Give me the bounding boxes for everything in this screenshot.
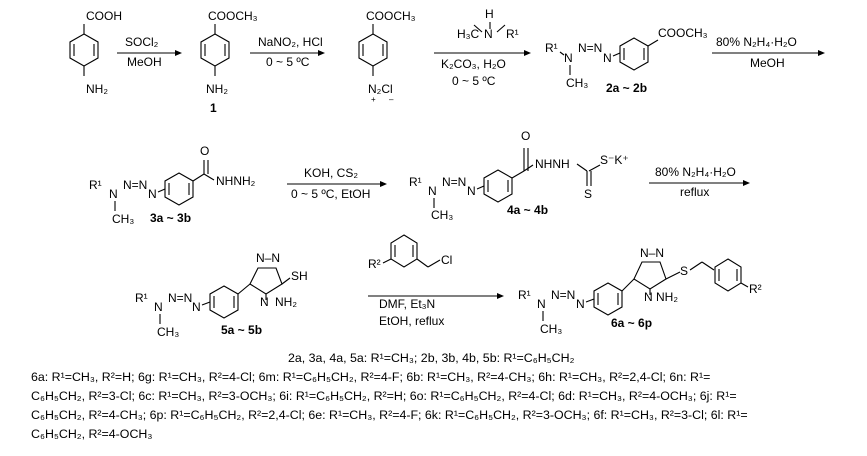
condition-k2co3: K₂CO₃, H₂O [441,57,506,71]
triazene-n: N [192,300,201,314]
triazole-label: N–N [640,246,664,260]
compound-2: R¹ N CH₃ N=N N COOCH₃ 2a ~ 2b [545,26,708,95]
ch3-label: CH₃ [157,325,179,339]
n-atom-label: N [564,51,573,65]
charge-plus: + [371,95,376,104]
legend-line-1: 2a, 3a, 4a, 5a: R¹=CH₃; 2b, 3b, 4b, 5b: … [288,351,575,365]
condition-reflux: reflux [680,185,709,199]
compound-label-3: 3a ~ 3b [150,211,191,225]
diazonium-label: N₂Cl [368,82,393,96]
triazene-label: N=N [168,291,192,305]
compound-4: R¹ N CH₃ N=N N O NHNH S S⁻K⁺ 4a ~ 4b [409,129,629,222]
condition-hydrazine: 80% N₂H₄·H₂O [655,165,736,179]
thioether-s-label: S [680,264,688,278]
legend-line-5: C₆H₅CH₂, R²=4-OCH₃ [31,427,153,441]
hydrazide-label: NHNH₂ [216,174,256,188]
triazene-label: N=N [551,288,575,302]
condition-temp: 0 ~ 5 ºC [266,55,310,69]
condition-nano2: NaNO₂, HCl [258,35,323,49]
triazene-n: N [467,184,476,198]
legend-line-2: 6a: R¹=CH₃, R²=H; 6g: R¹=CH₃, R²=4-Cl; 6… [31,370,711,384]
r1-label: R¹ [135,291,148,305]
triazene-label: N=N [123,178,147,192]
triazene-n: N [576,297,585,311]
amino-label: NH₂ [656,290,678,304]
thiolate-label: S⁻K⁺ [600,153,629,167]
condition-etoh: 0 ~ 5 ºC, EtOH [291,187,370,201]
triazene-n: N [148,187,157,201]
compound-label-6: 6a ~ 6p [611,316,652,330]
ch3-label: CH₃ [540,322,562,336]
amine-h-label: H [485,7,494,21]
thione-s-label: S [584,187,592,201]
compound-1: COOCH₃ NH₂ 1 [200,9,258,115]
r1-label: R¹ [409,175,422,189]
chloromethyl-label: Cl [441,253,452,267]
reaction-arrow-4: 80% N₂H₄·H₂O MeOH [712,35,825,70]
r1-label: R¹ [89,178,102,192]
triazole-label: N–N [256,251,280,265]
condition-koh: KOH, CS₂ [304,166,358,180]
compound-label-5: 5a ~ 5b [221,323,262,337]
compound-label-4: 4a ~ 4b [507,203,548,217]
compound-5: R¹ N CH₃ N=N N N–N SH N NH₂ 5a ~ 5b [135,251,308,339]
reaction-arrow-3: H H₃C N R¹ K₂CO₃, H₂O 0 ~ 5 ºC [434,7,531,88]
triazene-n: N [603,51,612,65]
thiol-label: SH [291,269,308,283]
reaction-arrow-7: Cl R² DMF, Et₃N EtOH, reflux [368,234,504,328]
ester-label: COOCH₃ [658,26,708,40]
ester-label: COOCH₃ [208,9,258,23]
r2-label: R² [368,257,381,271]
dithiocarbazate-label: NHNH [535,157,570,171]
compound-label-2: 2a ~ 2b [606,81,647,95]
ch3-label: CH₃ [431,208,453,222]
compound-aminobenzoic-acid: COOH NH₂ [69,9,122,96]
condition-hydrazine: 80% N₂H₄·H₂O [716,35,797,49]
n-atom-label: N [109,187,118,201]
reaction-scheme: COOH NH₂ SOCl₂ MeOH COOCH₃ NH₂ 1 NaNO₂, … [69,7,825,339]
reaction-arrow-6: 80% N₂H₄·H₂O reflux [649,165,750,199]
r1-label: R¹ [545,41,558,55]
condition-meoh: MeOH [127,55,162,69]
reaction-arrow-1: SOCl₂ MeOH [117,35,182,69]
legend-line-3: C₆H₅CH₂, R²=3-Cl; 6c: R¹=CH₃, R²=3-OCH₃;… [31,389,737,403]
triazene-label: N=N [578,41,602,55]
compound-6: R¹ N CH₃ N=N N N–N S R² N NH₂ 6a ~ 6p [518,246,762,336]
ch3-label: CH₃ [566,76,588,90]
r1-label: R¹ [518,288,531,302]
condition-temp: 0 ~ 5 ºC [452,74,496,88]
n-atom-label: N [154,300,163,314]
carbonyl-o-label: O [200,144,209,158]
compound-label-1: 1 [210,101,217,115]
condition-etoh-reflux: EtOH, reflux [379,314,444,328]
ch3-label: CH₃ [112,212,134,226]
triazene-label: N=N [442,175,466,189]
ring-n: N [644,290,653,304]
methylamine-n-label: N [484,27,493,41]
amino-label: NH₂ [275,295,297,309]
compound-diazonium-salt: COOCH₃ N₂Cl + – [358,9,416,104]
n-atom-label: N [537,297,546,311]
reaction-arrow-5: KOH, CS₂ 0 ~ 5 ºC, EtOH [287,166,387,201]
amine-label: NH₂ [86,82,108,96]
condition-meoh: MeOH [750,56,785,70]
compound-3: R¹ N CH₃ N=N N O NHNH₂ 3a ~ 3b [89,144,256,226]
methylamine-ch3-label: H₃C [457,27,480,41]
legend-line-4: C₆H₅CH₂, R²=4-CH₃; 6p: R¹=C₆H₅CH₂, R²=2,… [31,408,748,422]
reaction-arrow-2: NaNO₂, HCl 0 ~ 5 ºC [250,35,325,69]
r2-label: R² [749,282,762,296]
carbonyl-o-label: O [521,129,530,143]
charge-minus: – [389,95,394,104]
ester-label: COOCH₃ [366,9,416,23]
cooh-label: COOH [86,9,122,23]
r1-label: R¹ [506,27,519,41]
n-atom-label: N [428,184,437,198]
ring-n: N [260,295,269,309]
amine-label: NH₂ [206,82,228,96]
condition-dmf: DMF, Et₃N [379,297,435,311]
condition-socl2: SOCl₂ [125,35,159,49]
